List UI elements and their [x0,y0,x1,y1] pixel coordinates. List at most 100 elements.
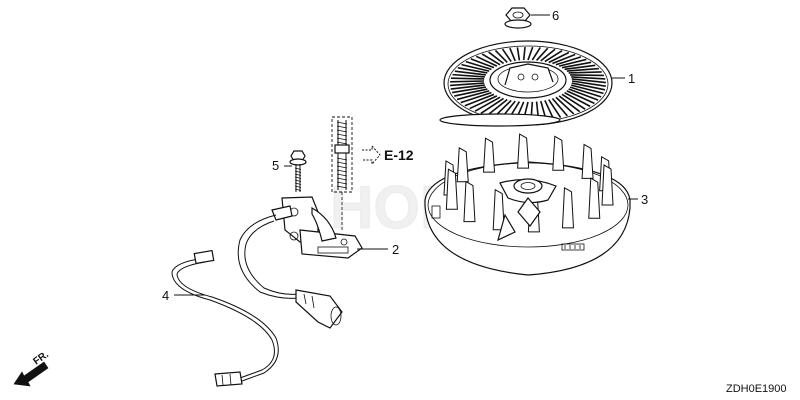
mounting-bolt[interactable] [289,150,307,192]
fan-vane [552,53,576,65]
ignition-wire[interactable] [171,214,343,387]
fan-vane [561,93,586,110]
fan-vane [564,91,591,108]
fan-vane [450,82,485,87]
bolt-thread [294,170,302,173]
stud-thread [336,173,348,177]
callout-5: 5 [272,158,279,173]
fan-vane [494,49,508,64]
stud-thread [336,157,348,161]
fan-vane [571,78,607,84]
fan-vane [535,47,549,61]
bolt-thread [294,188,302,191]
fan-vane [551,97,568,117]
fan-vane [544,50,563,63]
flywheel-fin [445,168,458,210]
ignition-coil[interactable] [271,196,363,259]
fan-vane [527,46,534,61]
fan-vane [457,67,488,74]
stud-thread [336,141,348,145]
front-label: FR. [31,349,51,367]
stud-thread [336,121,348,125]
stud-thread [336,129,348,133]
fan-vane [454,70,486,76]
fan-vane [558,95,581,113]
fan-vane [465,60,492,71]
front-arrow-icon [13,361,49,387]
fan-vane [481,53,501,66]
fan-vane [548,99,562,119]
stud-thread [336,133,348,137]
bolt-thread [294,176,302,179]
fan-vane [566,67,599,72]
fan-vane [571,82,606,91]
fan-vane [522,46,526,61]
fan-vane [555,96,575,115]
fan-vane [454,88,488,97]
front-direction-marker: FR. [13,349,51,387]
fan-vane [450,84,485,90]
reference-arrow[interactable]: E-12 [362,144,414,166]
fan-vane [486,98,508,117]
flange-nut[interactable] [504,7,532,29]
flywheel-fin [561,186,575,229]
fan-vane [571,76,606,80]
fan-vane [474,96,501,112]
fan-vane [469,95,498,110]
flywheel[interactable] [424,133,631,276]
stud-thread [336,185,348,189]
flywheel-fin [463,180,476,223]
fan-vane [571,80,606,88]
stud-bolt[interactable] [331,116,353,232]
fan-vane [452,73,485,78]
fan-vanes [450,46,607,122]
stud-thread [336,125,348,129]
flywheel-fin [552,135,565,171]
callout-4: 4 [162,288,169,303]
stud-thread [336,137,348,141]
callout-2: 2 [392,242,399,257]
fan-vane [558,58,587,67]
fan-vane [568,88,599,101]
flywheel-fin [482,137,496,173]
cooling-fan[interactable] [439,40,613,127]
fan-vane [461,63,490,72]
bolt-thread [294,173,302,176]
stud-threads [336,121,348,189]
fan-vane [488,51,505,65]
fan-vane [561,61,592,69]
fan-vane [452,86,487,94]
stud-thread [336,165,348,169]
callout-3: 3 [641,192,648,207]
fan-vane [509,47,516,62]
flywheel-fin [588,177,601,219]
fan-vane [475,55,498,67]
bolt-threads [294,167,302,191]
fan-vane [450,80,485,83]
fan-vane [568,71,602,74]
fan-vane [480,97,504,115]
fan-vane [516,47,521,61]
fan-vane [564,64,596,71]
bolt-thread [294,185,302,188]
stud-thread [336,177,348,181]
fan-vane [566,90,595,105]
flywheel-fin [581,143,594,179]
fan-vane [456,90,490,101]
fan-vane [548,51,570,64]
flywheel-fin [456,146,469,183]
fan-vane [470,58,495,69]
rim-vents [431,205,585,251]
fan-vane [544,100,555,120]
callout-1: 1 [628,71,635,86]
bolt-thread [294,167,302,170]
flywheel-fin [601,164,614,206]
flywheel-fin [517,133,530,169]
stud-thread [336,181,348,185]
fan-vane [555,56,582,66]
fan-vane [501,48,512,63]
stud-thread [336,169,348,173]
bolt-thread [294,182,302,185]
diagram-code: ZDH0E1900 [726,383,787,395]
